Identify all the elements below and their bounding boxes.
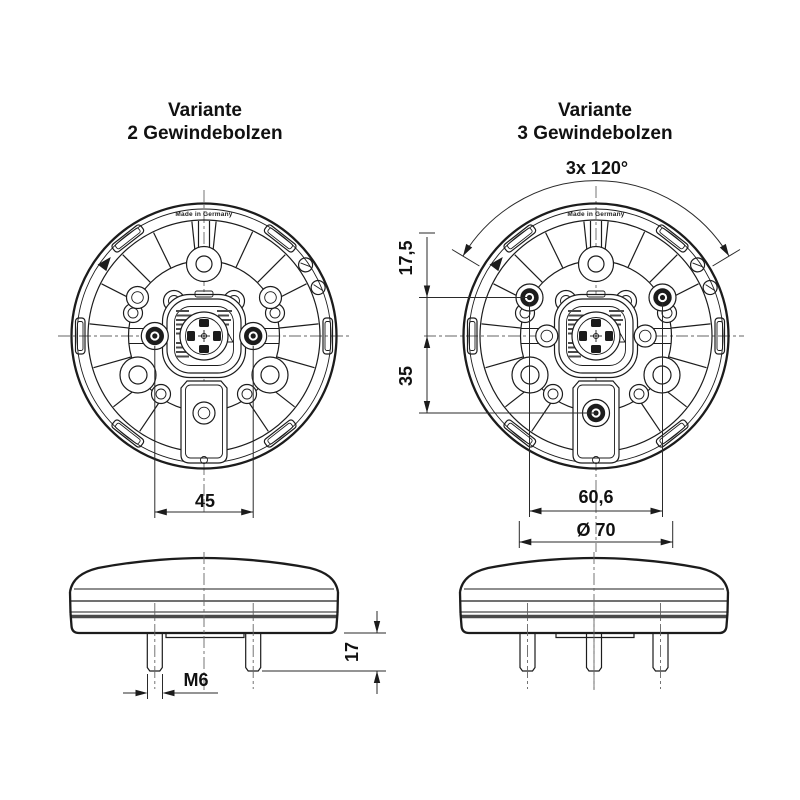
- dim-bolt-spacing-45: 45: [154, 346, 254, 518]
- made-in-germany-label: Made in Germany: [567, 211, 624, 218]
- dim-17-5-label: 17,5: [396, 240, 416, 275]
- dim-60-6-label: 60,6: [578, 487, 613, 507]
- dim-bolt-circle-70: Ø 70: [518, 520, 674, 548]
- lamp-back-left-variant2: Made in Germany: [58, 190, 350, 512]
- title-left: Variante 2 Gewindebolzen: [127, 100, 282, 144]
- title-left-line2: 2 Gewindebolzen: [127, 123, 282, 144]
- title-right: Variante 3 Gewindebolzen: [517, 100, 672, 144]
- title-left-line1: Variante: [168, 100, 242, 121]
- dim-m6-label: M6: [183, 670, 208, 690]
- title-right-line1: Variante: [558, 100, 632, 121]
- dim-thread-m6: M6: [123, 670, 218, 699]
- dim-70-label: Ø 70: [576, 520, 615, 540]
- dim-45-label: 45: [195, 491, 215, 511]
- title-right-line2: 3 Gewindebolzen: [517, 123, 672, 144]
- made-in-germany-label: Made in Germany: [175, 211, 232, 218]
- dim-angle-arc: [451, 180, 741, 267]
- dim-bolt-spacing-60-6: 60,6: [529, 303, 663, 517]
- lamp-side-right-variant3: [458, 550, 730, 692]
- dim-angle-label: 3x 120°: [566, 158, 628, 178]
- lamp-back-right-variant3: Made in Germany: [424, 186, 744, 552]
- dim-35-label: 35: [396, 366, 416, 386]
- dim-stud-length-17: 17: [262, 611, 386, 694]
- dim-17-label: 17: [342, 642, 362, 662]
- dim-vertical-offsets: 17,5 35: [396, 232, 597, 414]
